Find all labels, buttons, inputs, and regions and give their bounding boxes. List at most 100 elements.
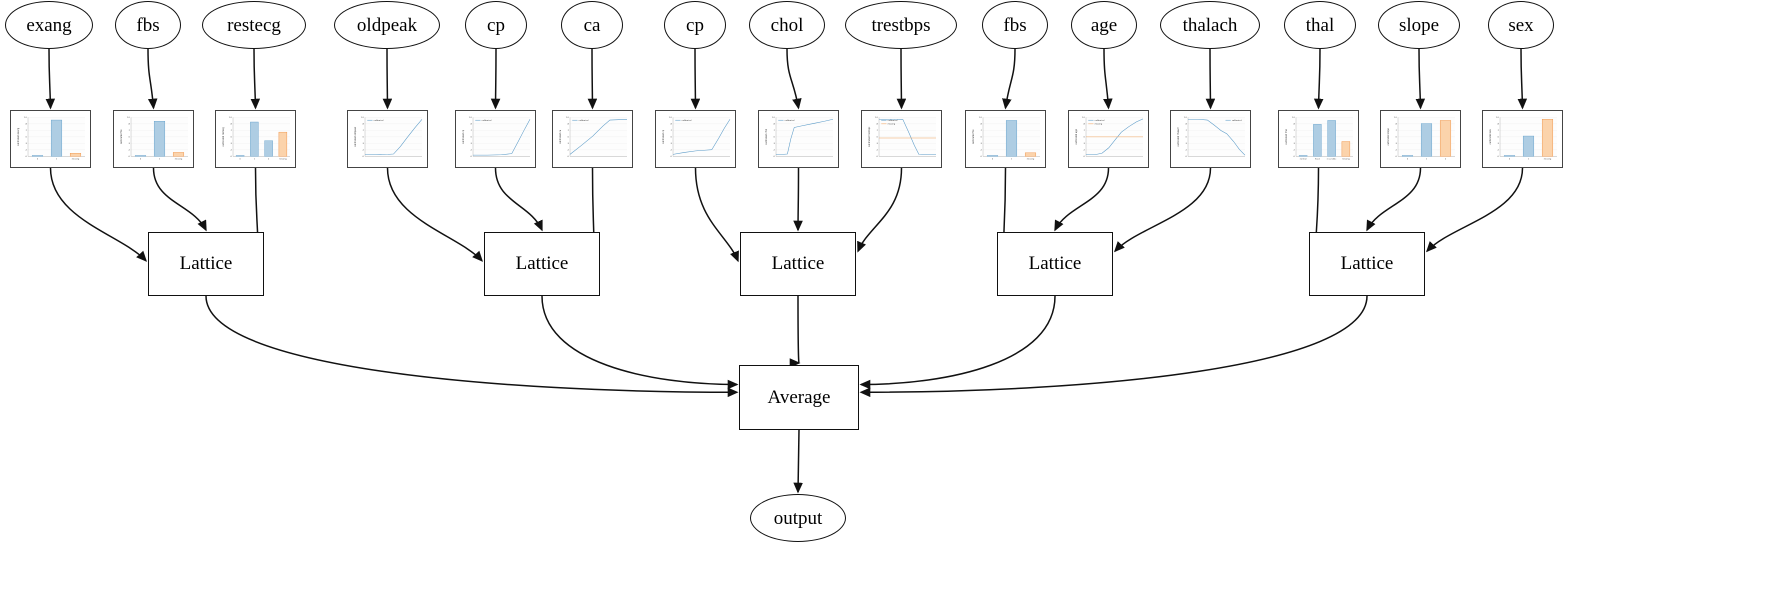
svg-text:1.0: 1.0 (1082, 117, 1086, 119)
feature-node-cp-6[interactable]: cp (664, 1, 726, 49)
svg-text:.5: .5 (1293, 137, 1296, 139)
svg-text:.3: .3 (230, 143, 233, 145)
feature-node-fbs-9[interactable]: fbs (982, 1, 1048, 49)
svg-text:.7: .7 (362, 130, 365, 132)
feature-label: fbs (1003, 14, 1027, 36)
svg-text:calibrated: calibrated (579, 119, 590, 122)
svg-text:.2: .2 (362, 150, 365, 152)
svg-text:.8: .8 (773, 124, 776, 126)
svg-text:calibrated restecg: calibrated restecg (222, 127, 225, 147)
lattice-node-0[interactable]: Lattice (148, 232, 264, 296)
svg-text:.7: .7 (128, 130, 131, 132)
svg-text:.7: .7 (1083, 130, 1086, 132)
svg-text:calibrated thalach: calibrated thalach (1177, 127, 1180, 147)
svg-text:.5: .5 (128, 137, 131, 139)
lattice-node-2[interactable]: Lattice (740, 232, 856, 296)
feature-label: fbs (136, 14, 160, 36)
svg-text:.7: .7 (1395, 130, 1398, 132)
svg-text:.2: .2 (470, 150, 473, 152)
feature-node-restecg-2[interactable]: restecg (202, 1, 306, 49)
feature-label: thalach (1182, 14, 1238, 36)
svg-text:.3: .3 (362, 143, 365, 145)
feature-node-trestbps-8[interactable]: trestbps (845, 1, 957, 49)
lattice-node-1[interactable]: Lattice (484, 232, 600, 296)
feature-node-thalach-11[interactable]: thalach (1160, 1, 1260, 49)
svg-text:1: 1 (56, 158, 58, 160)
feature-node-age-10[interactable]: age (1071, 1, 1137, 49)
svg-text:.8: .8 (980, 124, 983, 126)
svg-text:0: 0 (37, 158, 39, 160)
svg-text:calibrated: calibrated (682, 119, 693, 122)
svg-text:missing: missing (1095, 124, 1103, 126)
lattice-node-4[interactable]: Lattice (1309, 232, 1425, 296)
svg-text:1: 1 (1528, 158, 1530, 160)
svg-text:1.0: 1.0 (1184, 117, 1188, 119)
svg-text:.2: .2 (1497, 150, 1500, 152)
feature-node-exang-0[interactable]: exang (5, 1, 93, 49)
svg-text:.0: .0 (1083, 156, 1086, 158)
svg-text:.7: .7 (1293, 130, 1296, 132)
edge-feature-to-calibrator-11 (1205, 48, 1216, 110)
svg-text:.0: .0 (670, 156, 673, 158)
svg-text:.3: .3 (876, 143, 879, 145)
average-node[interactable]: Average (739, 365, 859, 430)
edge-feature-to-calibrator-4 (490, 48, 501, 110)
feature-node-fbs-1[interactable]: fbs (115, 1, 181, 49)
feature-node-chol-7[interactable]: chol (749, 1, 825, 49)
feature-node-ca-5[interactable]: ca (561, 1, 623, 49)
svg-text:.0: .0 (1497, 156, 1500, 158)
edge-feature-to-calibrator-6 (690, 48, 701, 110)
feature-node-sex-14[interactable]: sex (1488, 1, 1554, 49)
svg-text:.7: .7 (876, 130, 879, 132)
svg-text:.5: .5 (25, 137, 28, 139)
edge-feature-to-calibrator-2 (250, 48, 261, 110)
svg-text:1.0: 1.0 (229, 117, 233, 119)
svg-text:.0: .0 (230, 156, 233, 158)
svg-text:.8: .8 (1293, 124, 1296, 126)
svg-text:.5: .5 (670, 137, 673, 139)
svg-text:calibrated fbs: calibrated fbs (120, 129, 123, 145)
edge-feature-to-calibrator-0 (45, 48, 56, 110)
svg-text:.8: .8 (25, 124, 28, 126)
feature-label: chol (770, 14, 804, 36)
svg-text:.8: .8 (470, 124, 473, 126)
svg-text:calibrated: calibrated (785, 119, 796, 122)
edge-feature-to-calibrator-12 (1313, 48, 1324, 110)
feature-label: exang (26, 14, 72, 36)
lattice-label: Lattice (771, 253, 825, 274)
edge-calibrator-to-lattice-3 (386, 167, 484, 262)
edge-calibrator-to-lattice-11 (1113, 167, 1212, 253)
feature-node-slope-13[interactable]: slope (1378, 1, 1460, 49)
feature-label: thal (1305, 14, 1335, 36)
feature-node-thal-12[interactable]: thal (1284, 1, 1356, 49)
svg-text:.8: .8 (1497, 124, 1500, 126)
svg-text:.2: .2 (773, 150, 776, 152)
svg-text:calibrated trestbps: calibrated trestbps (868, 126, 871, 147)
svg-text:.0: .0 (128, 156, 131, 158)
edge-feature-to-calibrator-7 (786, 48, 802, 110)
lattice-node-3[interactable]: Lattice (997, 232, 1113, 296)
svg-text:calibrated ca: calibrated ca (559, 129, 562, 144)
output-node[interactable]: output (750, 494, 846, 542)
feature-label: cp (487, 14, 505, 36)
svg-text:0: 0 (140, 158, 142, 160)
edge-lattice-to-average-3 (859, 295, 1056, 390)
edge-calibrator-to-lattice-6 (694, 167, 739, 263)
svg-text:.0: .0 (362, 156, 365, 158)
feature-node-cp-4[interactable]: cp (465, 1, 527, 49)
svg-text:.5: .5 (1083, 137, 1086, 139)
feature-node-oldpeak-3[interactable]: oldpeak (334, 1, 440, 49)
svg-text:calibrated sex: calibrated sex (1489, 129, 1492, 145)
lattice-label: Lattice (1340, 253, 1394, 274)
